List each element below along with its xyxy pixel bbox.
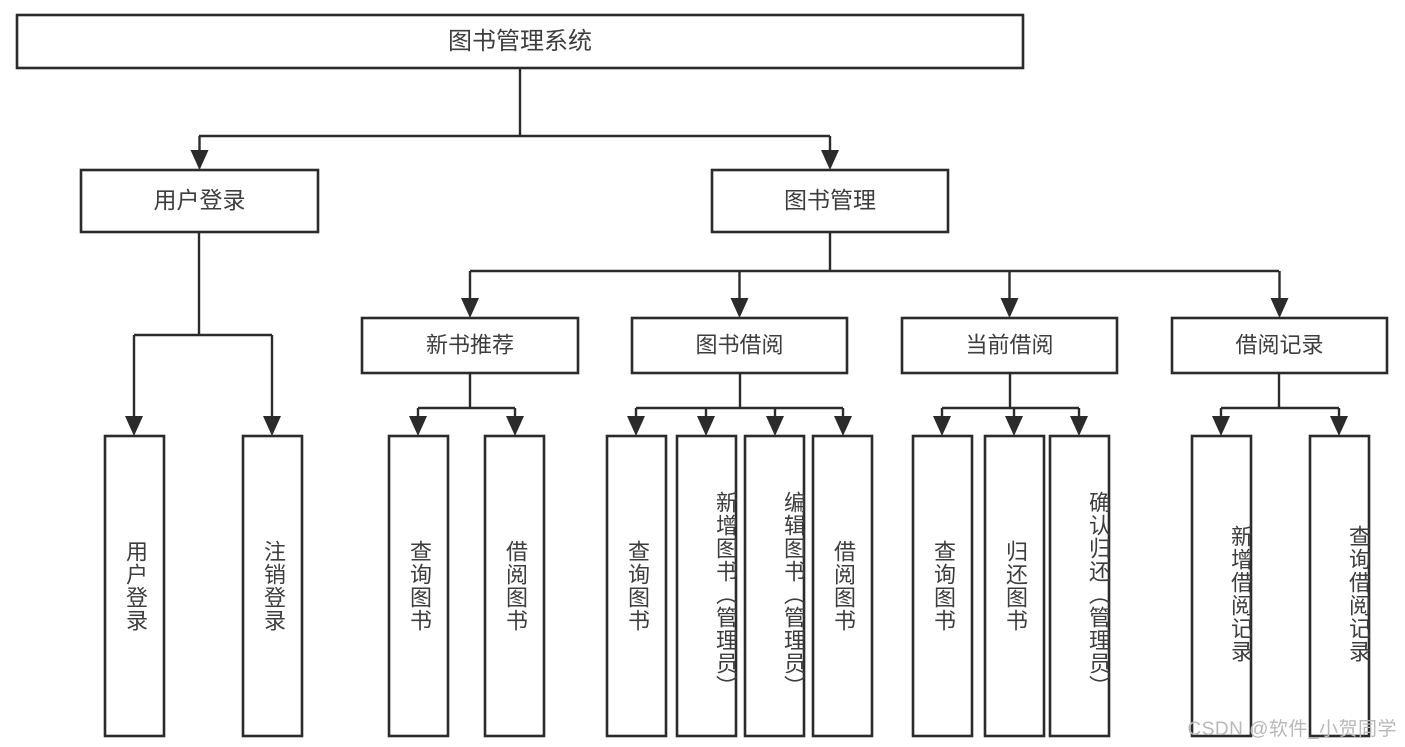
node-label-current-borrow: 当前借阅 <box>965 332 1053 357</box>
node-box-leaf-query-book-3[interactable] <box>911 434 974 738</box>
node-label-user-login: 用户登录 <box>154 187 246 213</box>
node-label-new-book-recommend: 新书推荐 <box>426 332 514 357</box>
connector-layer <box>125 68 1348 436</box>
node-box-leaf-query-book-1[interactable] <box>387 434 450 738</box>
node-box-borrow-record[interactable] <box>1170 316 1389 375</box>
node-box-leaf-return-book[interactable] <box>983 434 1046 738</box>
csdn-watermark: CSDN @软件_小贺同学 <box>1187 719 1397 740</box>
node-box-new-book-recommend[interactable] <box>360 316 580 375</box>
node-box-book-manage[interactable] <box>710 168 950 234</box>
node-box-leaf-add-book-admin[interactable] <box>675 434 738 738</box>
node-box-user-login[interactable] <box>79 168 320 234</box>
node-box-layer <box>15 13 1389 738</box>
node-box-leaf-query-borrow-record[interactable] <box>1308 434 1371 738</box>
node-label-root: 图书管理系统 <box>448 28 592 55</box>
node-box-leaf-edit-book-admin[interactable] <box>743 434 806 738</box>
node-box-leaf-add-borrow-record[interactable] <box>1190 434 1253 738</box>
node-label-borrow-record: 借阅记录 <box>1235 332 1323 357</box>
node-box-leaf-logout-login[interactable] <box>241 434 304 738</box>
node-box-leaf-query-book-2[interactable] <box>605 434 668 738</box>
node-label-book-borrow: 图书借阅 <box>695 332 783 357</box>
node-box-leaf-confirm-return-admin[interactable] <box>1048 434 1111 738</box>
node-box-book-borrow[interactable] <box>630 316 849 375</box>
node-box-leaf-user-login[interactable] <box>103 434 166 738</box>
node-box-leaf-borrow-book-1[interactable] <box>483 434 546 738</box>
node-label-book-manage: 图书管理 <box>784 187 876 213</box>
node-box-root[interactable] <box>15 13 1025 70</box>
node-box-current-borrow[interactable] <box>900 316 1119 375</box>
node-box-leaf-borrow-book-2[interactable] <box>811 434 874 738</box>
